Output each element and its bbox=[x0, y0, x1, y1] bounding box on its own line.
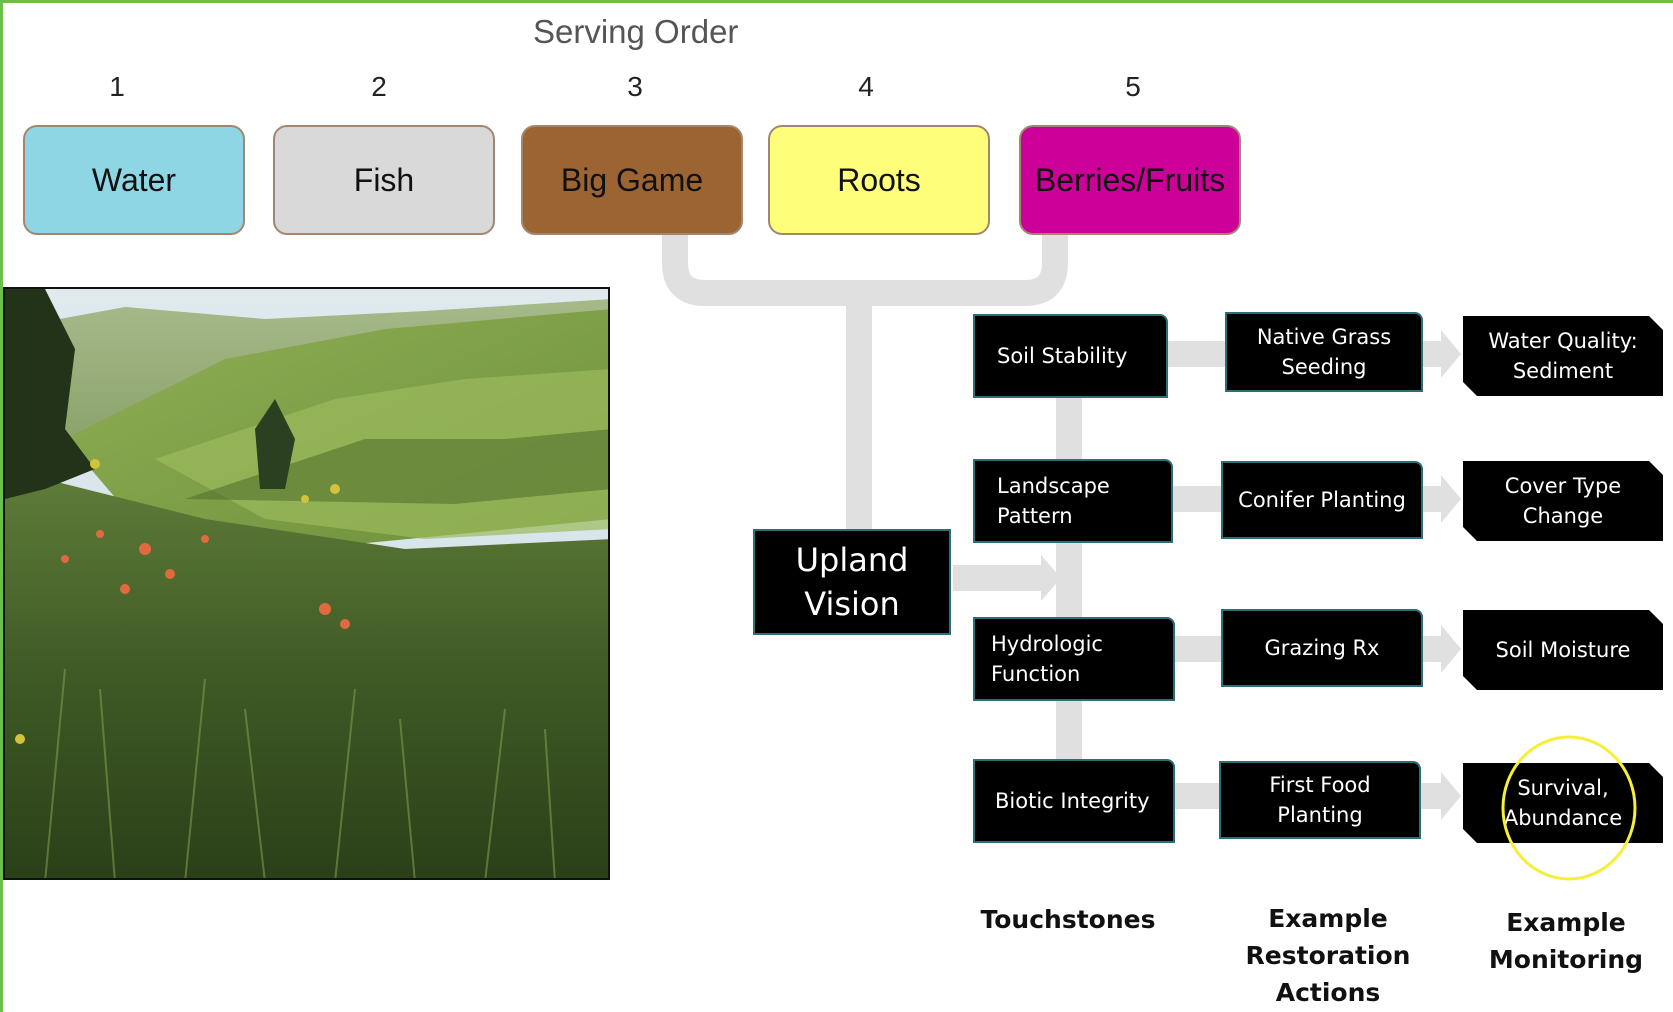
diagram-title: Serving Order bbox=[533, 13, 739, 50]
action-native-grass-seeding: Native Grass Seeding bbox=[1225, 312, 1423, 392]
column-header-touchstones: Touchstones bbox=[980, 905, 1156, 934]
food-box-fish: Fish bbox=[273, 125, 495, 235]
touchstone-hydrologic-function: Hydrologic Function bbox=[973, 617, 1175, 701]
column-header-restoration-actions: Example Restoration Actions bbox=[1245, 904, 1411, 1007]
action-label: First Food Planting bbox=[1269, 773, 1371, 827]
touchstone-soil-stability: Soil Stability bbox=[973, 314, 1168, 398]
upland-landscape-photo bbox=[3, 287, 610, 880]
action-conifer-planting: Conifer Planting bbox=[1221, 461, 1423, 539]
touchstone-biotic-integrity: Biotic Integrity bbox=[973, 759, 1175, 843]
action-first-food-planting: First Food Planting bbox=[1219, 761, 1421, 839]
food-box-berries-fruits: Berries/Fruits bbox=[1019, 125, 1241, 235]
row2-arrow-a bbox=[1168, 486, 1228, 512]
column-header-monitoring: Example Monitoring bbox=[1488, 908, 1644, 974]
row1-arrow-a bbox=[1163, 341, 1228, 367]
food-label-roots: Roots bbox=[837, 161, 921, 198]
monitoring-survival-abundance: Survival, Abundance bbox=[1463, 763, 1663, 843]
touchstone-label: Soil Stability bbox=[997, 344, 1128, 368]
row4-arrow-b bbox=[1417, 783, 1443, 809]
monitoring-label: Cover Type Change bbox=[1504, 474, 1622, 528]
food-box-big-game: Big Game bbox=[521, 125, 743, 235]
food-box-roots: Roots bbox=[768, 125, 990, 235]
food-label-big-game: Big Game bbox=[560, 161, 704, 198]
action-label: Conifer Planting bbox=[1238, 488, 1406, 512]
row4-arrow-a bbox=[1173, 783, 1228, 809]
monitoring-label: Soil Moisture bbox=[1495, 638, 1631, 662]
monitoring-soil-moisture: Soil Moisture bbox=[1463, 610, 1663, 690]
food-label-berries-fruits: Berries/Fruits bbox=[1034, 161, 1226, 198]
vision-to-touchstones-pipe bbox=[953, 565, 1043, 591]
touchstone-landscape-pattern: Landscape Pattern bbox=[973, 459, 1173, 543]
monitoring-water-quality-sediment: Water Quality: Sediment bbox=[1463, 316, 1663, 396]
row3-arrow-a bbox=[1173, 636, 1228, 662]
touchstone-spine-pipe bbox=[1056, 393, 1082, 773]
action-label: Native Grass Seeding bbox=[1256, 325, 1392, 379]
upland-vision-label: Upland Vision bbox=[795, 541, 909, 623]
serving-number-1: 1 bbox=[109, 71, 125, 102]
food-label-water: Water bbox=[91, 161, 177, 198]
serving-number-4: 4 bbox=[858, 71, 874, 102]
monitoring-label: Water Quality: Sediment bbox=[1488, 329, 1638, 383]
row1-arrow-b bbox=[1421, 341, 1443, 367]
connector-pipes bbox=[662, 228, 1461, 820]
food-label-fish: Fish bbox=[353, 161, 415, 198]
upland-vision-box: Upland Vision bbox=[753, 529, 951, 635]
serving-number-5: 5 bbox=[1125, 71, 1141, 102]
touchstone-label: Hydrologic Function bbox=[991, 632, 1103, 686]
touchstone-label: Landscape Pattern bbox=[997, 474, 1110, 528]
serving-number-2: 2 bbox=[371, 71, 387, 102]
monitoring-cover-type-change: Cover Type Change bbox=[1463, 461, 1663, 541]
serving-number-3: 3 bbox=[627, 71, 643, 102]
action-label: Grazing Rx bbox=[1264, 636, 1380, 660]
touchstone-label: Biotic Integrity bbox=[995, 789, 1150, 813]
highlight-circle bbox=[1501, 735, 1637, 881]
food-box-water: Water bbox=[23, 125, 245, 235]
action-grazing-rx: Grazing Rx bbox=[1221, 609, 1423, 687]
monitoring-label: Survival, Abundance bbox=[1503, 776, 1623, 830]
food-collector-pipe bbox=[662, 228, 1068, 306]
vision-arrow-head bbox=[1041, 555, 1061, 601]
vision-feed-pipe bbox=[846, 293, 872, 533]
